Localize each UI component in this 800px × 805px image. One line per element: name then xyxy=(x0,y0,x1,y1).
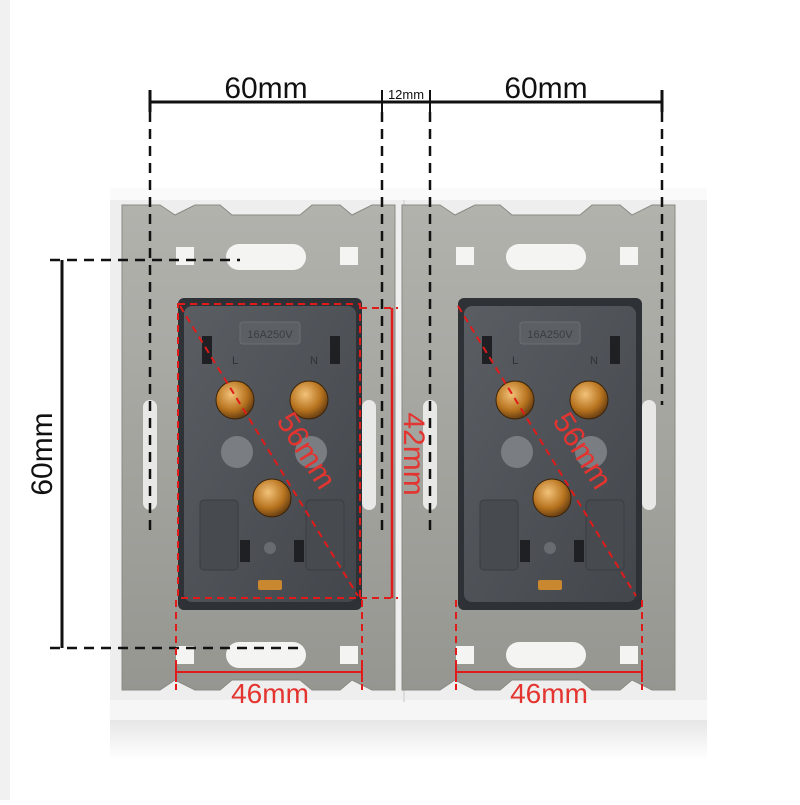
live-pin-hole xyxy=(215,380,255,420)
clip-hole xyxy=(620,247,638,265)
shutter xyxy=(575,436,607,468)
earth-pin-hole xyxy=(532,478,572,518)
neutral-pin-hole xyxy=(289,380,329,420)
clip-hole xyxy=(620,646,638,664)
pin-slot xyxy=(574,540,584,562)
insert-outline xyxy=(177,303,361,599)
rating-label: 16A250V xyxy=(247,329,293,341)
earth-pin-hole xyxy=(252,478,292,518)
bottom-width-left-label: 46mm xyxy=(231,678,309,709)
top-width-left-label: 60mm xyxy=(224,72,307,105)
pin-slot xyxy=(520,540,530,562)
rating-label: 16A250V xyxy=(527,329,573,341)
terminal-screw xyxy=(538,580,562,590)
clip-hole xyxy=(176,247,194,265)
screw-slot-top xyxy=(506,244,586,270)
neutral-pin-hole xyxy=(569,380,609,420)
bottom-width-right-label: 46mm xyxy=(510,678,588,709)
red-dimensions-left xyxy=(175,303,398,690)
top-width-right-label: 60mm xyxy=(504,72,587,105)
neutral-label: N xyxy=(590,355,598,367)
edge-strip xyxy=(0,0,10,800)
gap-label: 12mm xyxy=(388,87,424,102)
screw-slot-bottom xyxy=(226,642,306,668)
insert-height-label: 42mm xyxy=(397,412,430,495)
shutter xyxy=(501,436,533,468)
clip-hole xyxy=(340,247,358,265)
diagonal-line xyxy=(179,305,359,597)
clip-hole xyxy=(456,646,474,664)
side-slot xyxy=(642,400,656,510)
earth-icon xyxy=(544,542,556,554)
pin-slot xyxy=(610,336,620,364)
pin-slot xyxy=(330,336,340,364)
shutter xyxy=(295,436,327,468)
earth-icon xyxy=(264,542,276,554)
shutter xyxy=(221,436,253,468)
socket-module-right: 16A250V L N xyxy=(401,204,676,691)
pin-slot xyxy=(294,540,304,562)
screw-slot-bottom xyxy=(506,642,586,668)
clip-hole xyxy=(340,646,358,664)
clip-hole xyxy=(456,247,474,265)
screw-slot-top xyxy=(226,244,306,270)
diagonal-line xyxy=(457,305,637,597)
black-dimensions xyxy=(50,90,664,650)
height-label: 60mm xyxy=(26,412,59,495)
clip-hole xyxy=(176,646,194,664)
live-label: L xyxy=(232,355,238,367)
live-label: L xyxy=(512,355,518,367)
neutral-label: N xyxy=(310,355,318,367)
terminal-screw xyxy=(258,580,282,590)
side-slot xyxy=(362,400,376,510)
socket-module-left: 16A250V L N xyxy=(121,204,396,691)
pin-slot xyxy=(240,540,250,562)
red-dimensions-right xyxy=(455,305,643,690)
pin-slot xyxy=(482,336,492,364)
